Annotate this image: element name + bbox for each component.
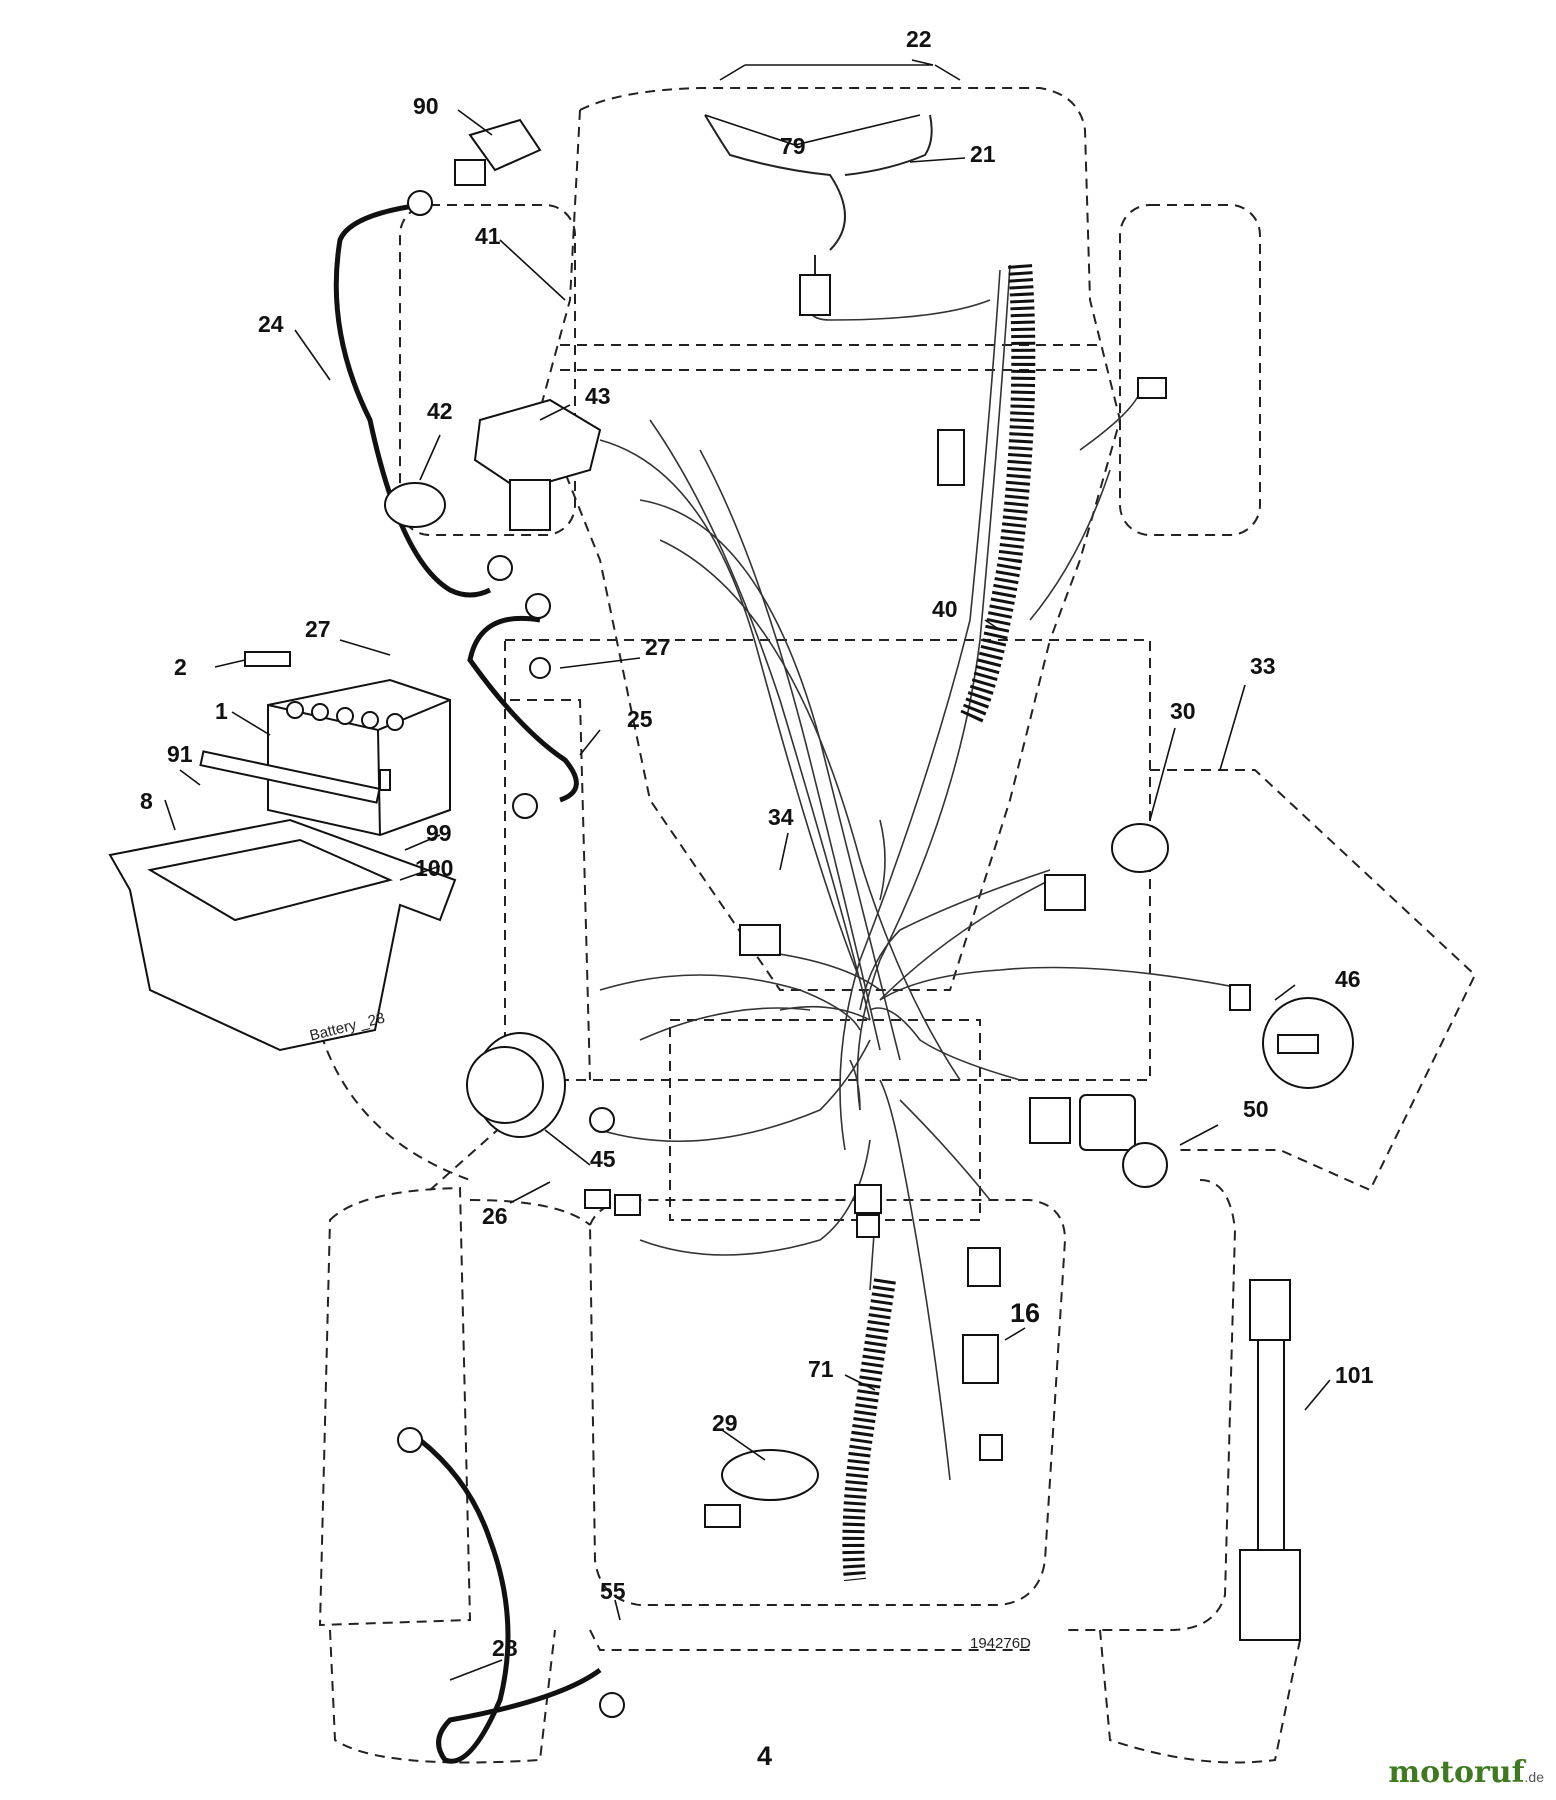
callout-22: 22 — [906, 26, 932, 52]
callout-27b: 27 — [645, 634, 671, 660]
dashed-outlines — [309, 87, 1477, 1764]
ammeter — [466, 1032, 566, 1138]
callout-33: 33 — [1250, 653, 1276, 679]
hour-meter — [1262, 997, 1354, 1089]
connectors — [244, 190, 1251, 1718]
watermark-logo: motoruf.de — [1388, 1755, 1544, 1790]
seat-switch — [721, 1449, 819, 1501]
callout-79: 79 — [780, 133, 806, 159]
callout-1: 1 — [215, 698, 228, 724]
callout-2: 2 — [174, 654, 187, 680]
callout-34: 34 — [768, 804, 794, 830]
callout-42: 42 — [427, 398, 453, 424]
battery-cables — [333, 202, 602, 1764]
battery — [267, 678, 451, 837]
fuse-holder — [1239, 1279, 1301, 1641]
conduit-71 — [842, 1278, 896, 1582]
callout-45: 45 — [590, 1146, 616, 1172]
strap — [199, 750, 381, 804]
light-switch — [1079, 1094, 1168, 1188]
headlight-harness — [704, 114, 933, 300]
callout-26: 26 — [482, 1203, 508, 1229]
callout-101: 101 — [1335, 1362, 1374, 1388]
callout-21: 21 — [970, 141, 996, 167]
ignition-switch — [1111, 823, 1169, 873]
callout-16: 16 — [1010, 1298, 1041, 1328]
callout-43: 43 — [585, 383, 611, 409]
callout-90: 90 — [413, 93, 439, 119]
callout-27a: 27 — [305, 616, 331, 642]
watermark-tld: .de — [1524, 1769, 1544, 1785]
callout-50: 50 — [1243, 1096, 1269, 1122]
callout-71: 71 — [808, 1356, 834, 1382]
solenoid-boot — [384, 482, 446, 528]
callout-46: 46 — [1335, 966, 1361, 992]
battery-tray — [108, 818, 457, 1052]
page-number: 4 — [757, 1741, 773, 1771]
terminal-boot — [454, 118, 542, 186]
callout-40: 40 — [932, 596, 958, 622]
drawing-number: 194276D — [970, 1635, 1031, 1652]
callout-100: 100 — [415, 855, 454, 881]
callout-41: 41 — [475, 223, 501, 249]
callout-55: 55 — [600, 1578, 626, 1604]
callout-91: 91 — [167, 741, 193, 767]
watermark-brand: motoruf — [1388, 1755, 1525, 1790]
callout-24: 24 — [258, 311, 284, 337]
callout-30: 30 — [1170, 698, 1196, 724]
solenoid — [473, 398, 602, 531]
callout-99: 99 — [426, 820, 452, 846]
callout-28: 28 — [492, 1635, 518, 1661]
leader-lines — [164, 59, 1331, 1681]
callout-29: 29 — [712, 1410, 738, 1436]
callout-25: 25 — [627, 706, 653, 732]
harness-wires — [599, 264, 1251, 1481]
callout-8: 8 — [140, 788, 153, 814]
